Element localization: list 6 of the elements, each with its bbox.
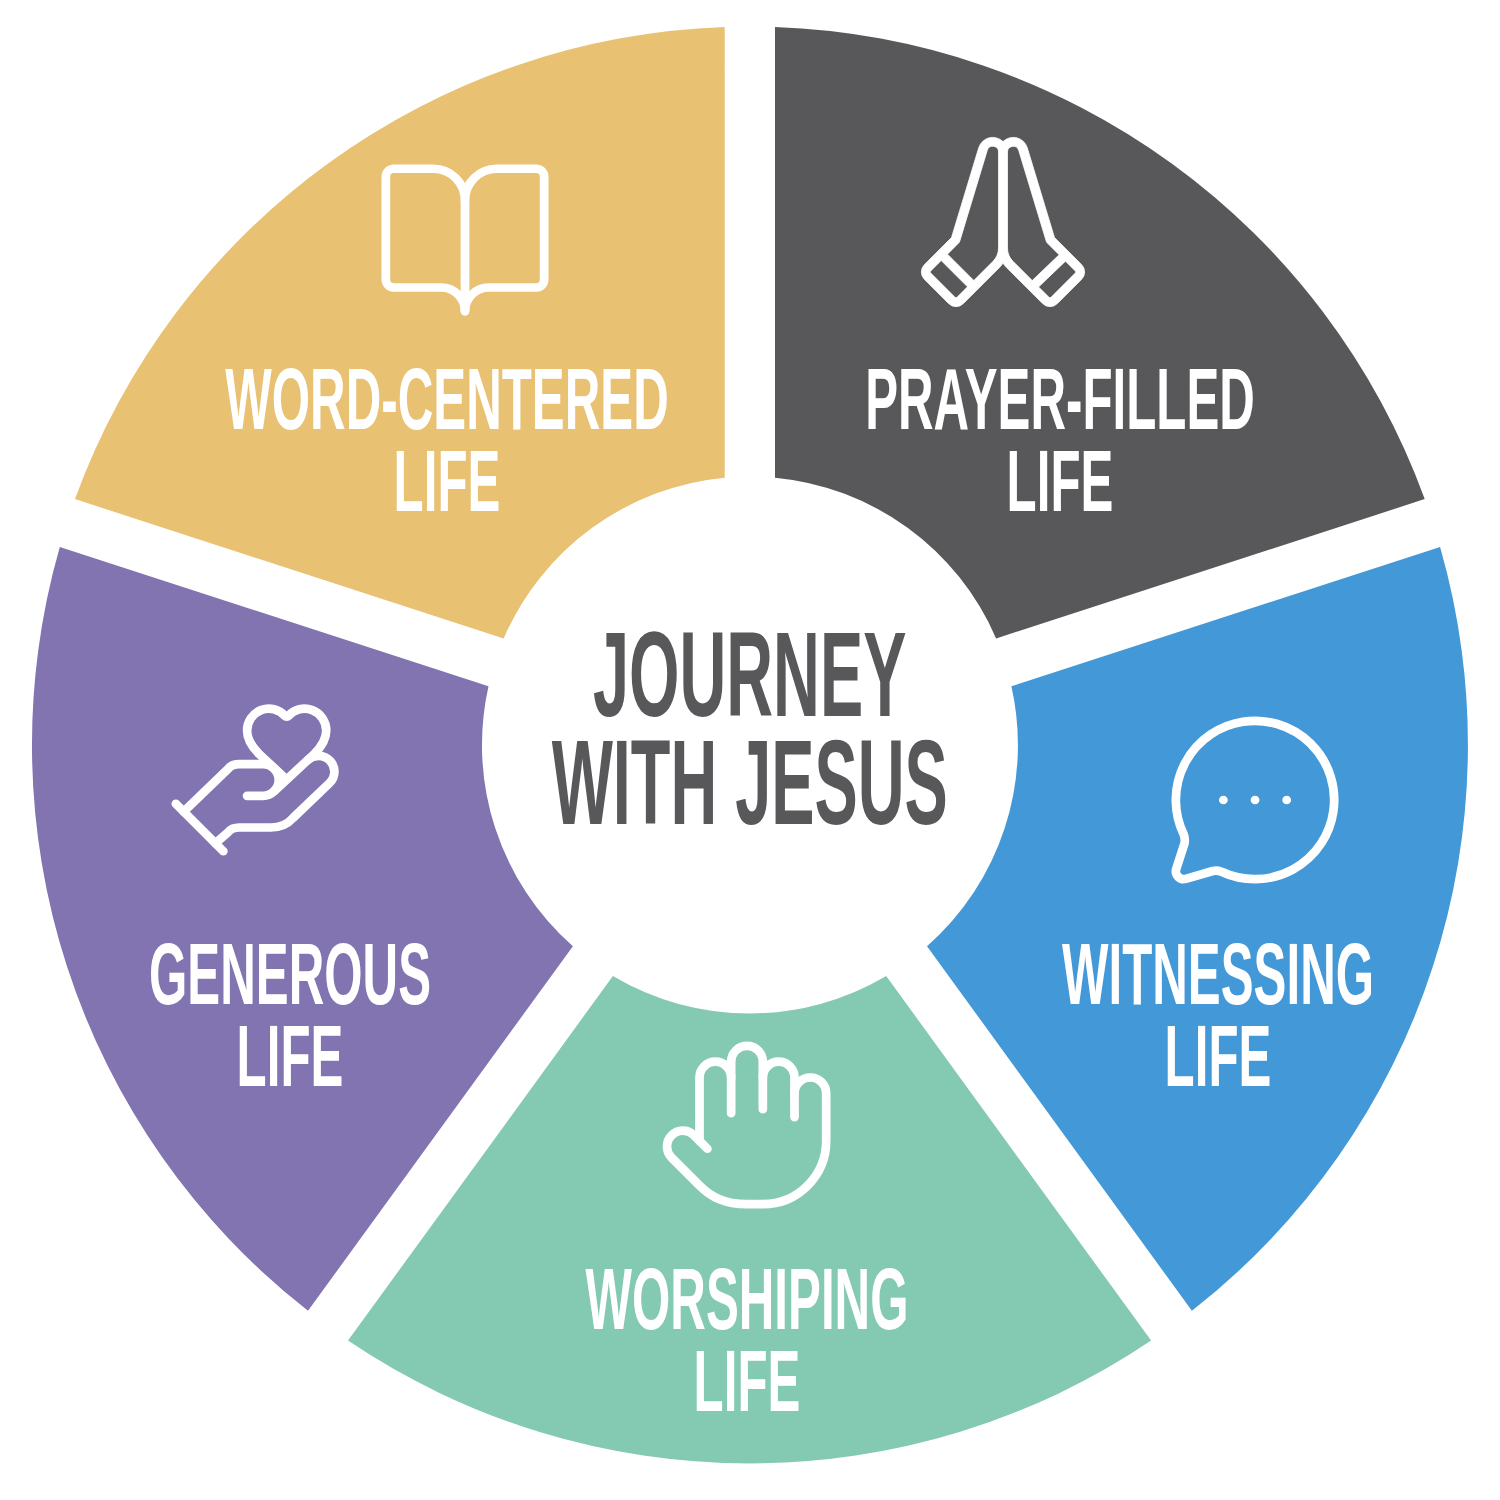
segment-label: WORD-CENTERED LIFE — [225, 358, 669, 522]
segment-label: GENEROUS LIFE — [148, 933, 431, 1097]
segment-label: PRAYER-FILLED LIFE — [865, 358, 1255, 522]
segment-label: WORSHIPING LIFE — [585, 1258, 909, 1422]
center-title: JOURNEY WITH JESUS — [552, 619, 949, 836]
segment-label: WITNESSING LIFE — [1061, 933, 1375, 1097]
